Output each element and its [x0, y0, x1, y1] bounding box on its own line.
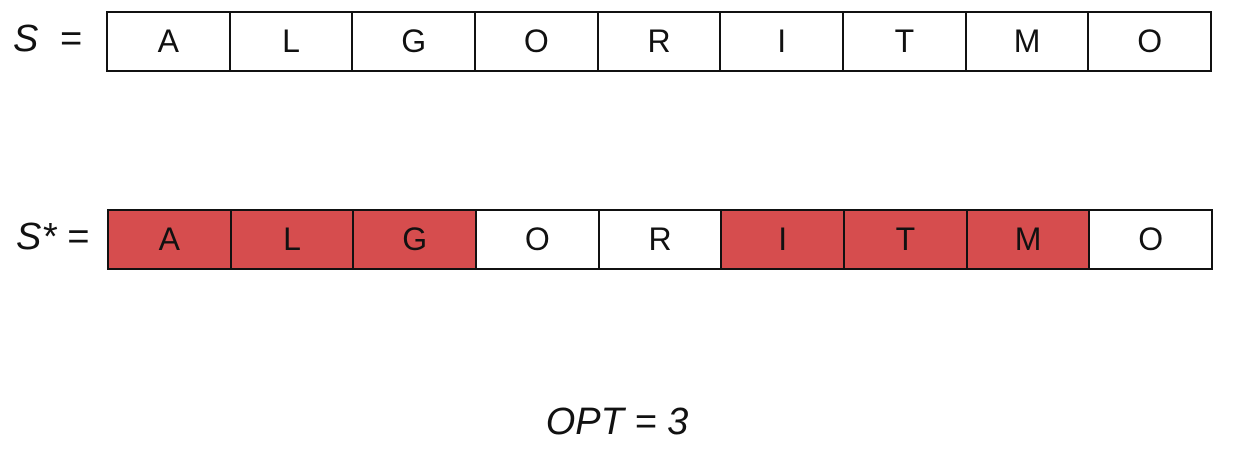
sequence-cell: O [476, 13, 599, 70]
sequence-cell: O [477, 211, 600, 268]
sequence-cell: L [231, 211, 355, 268]
sequence-cell: L [230, 13, 354, 70]
sequence-cell: O [1089, 13, 1211, 70]
sequence-cell: I [721, 13, 845, 70]
opt-result: OPT = 3 [545, 401, 689, 443]
sequence-cell: I [722, 211, 846, 268]
sequence-s-star-label: S* = [16, 216, 89, 258]
sequence-cell: R [598, 13, 722, 70]
sequence-cell: M [967, 211, 1091, 268]
sequence-cell: O [1090, 211, 1212, 268]
sequence-cell: T [845, 211, 968, 268]
sequence-s-label: S = [13, 18, 82, 60]
sequence-cell: A [109, 211, 232, 268]
sequence-cell: A [108, 13, 231, 70]
sequence-cell: M [966, 13, 1090, 70]
sequence-cell: G [353, 13, 477, 70]
sequence-cell: T [844, 13, 967, 70]
sequence-cell: G [354, 211, 478, 268]
sequence-cell: R [599, 211, 723, 268]
